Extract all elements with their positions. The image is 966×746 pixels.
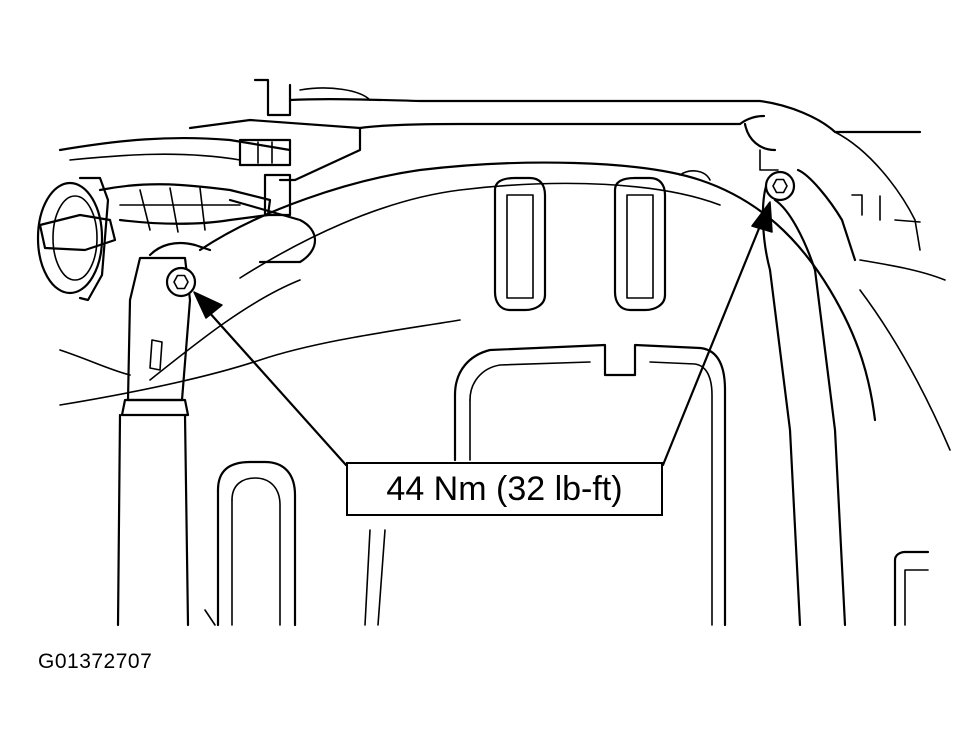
figure-id: G01372707 bbox=[38, 650, 153, 673]
left-component bbox=[36, 136, 292, 627]
leader-right bbox=[661, 201, 773, 467]
torque-callout: 44 Nm (32 lb-ft) bbox=[346, 462, 663, 516]
frame-rail bbox=[288, 98, 922, 251]
pan-slots-upper bbox=[493, 176, 667, 312]
pan-lower bbox=[204, 343, 930, 627]
bracket bbox=[188, 78, 711, 264]
arrowhead-right bbox=[751, 201, 773, 233]
housing-outline bbox=[59, 161, 951, 451]
bolt-left bbox=[165, 266, 197, 298]
leader-left bbox=[193, 291, 348, 467]
arrowhead-left bbox=[193, 291, 223, 319]
torque-label: 44 Nm (32 lb-ft) bbox=[386, 469, 623, 508]
bolt-right bbox=[764, 170, 796, 202]
